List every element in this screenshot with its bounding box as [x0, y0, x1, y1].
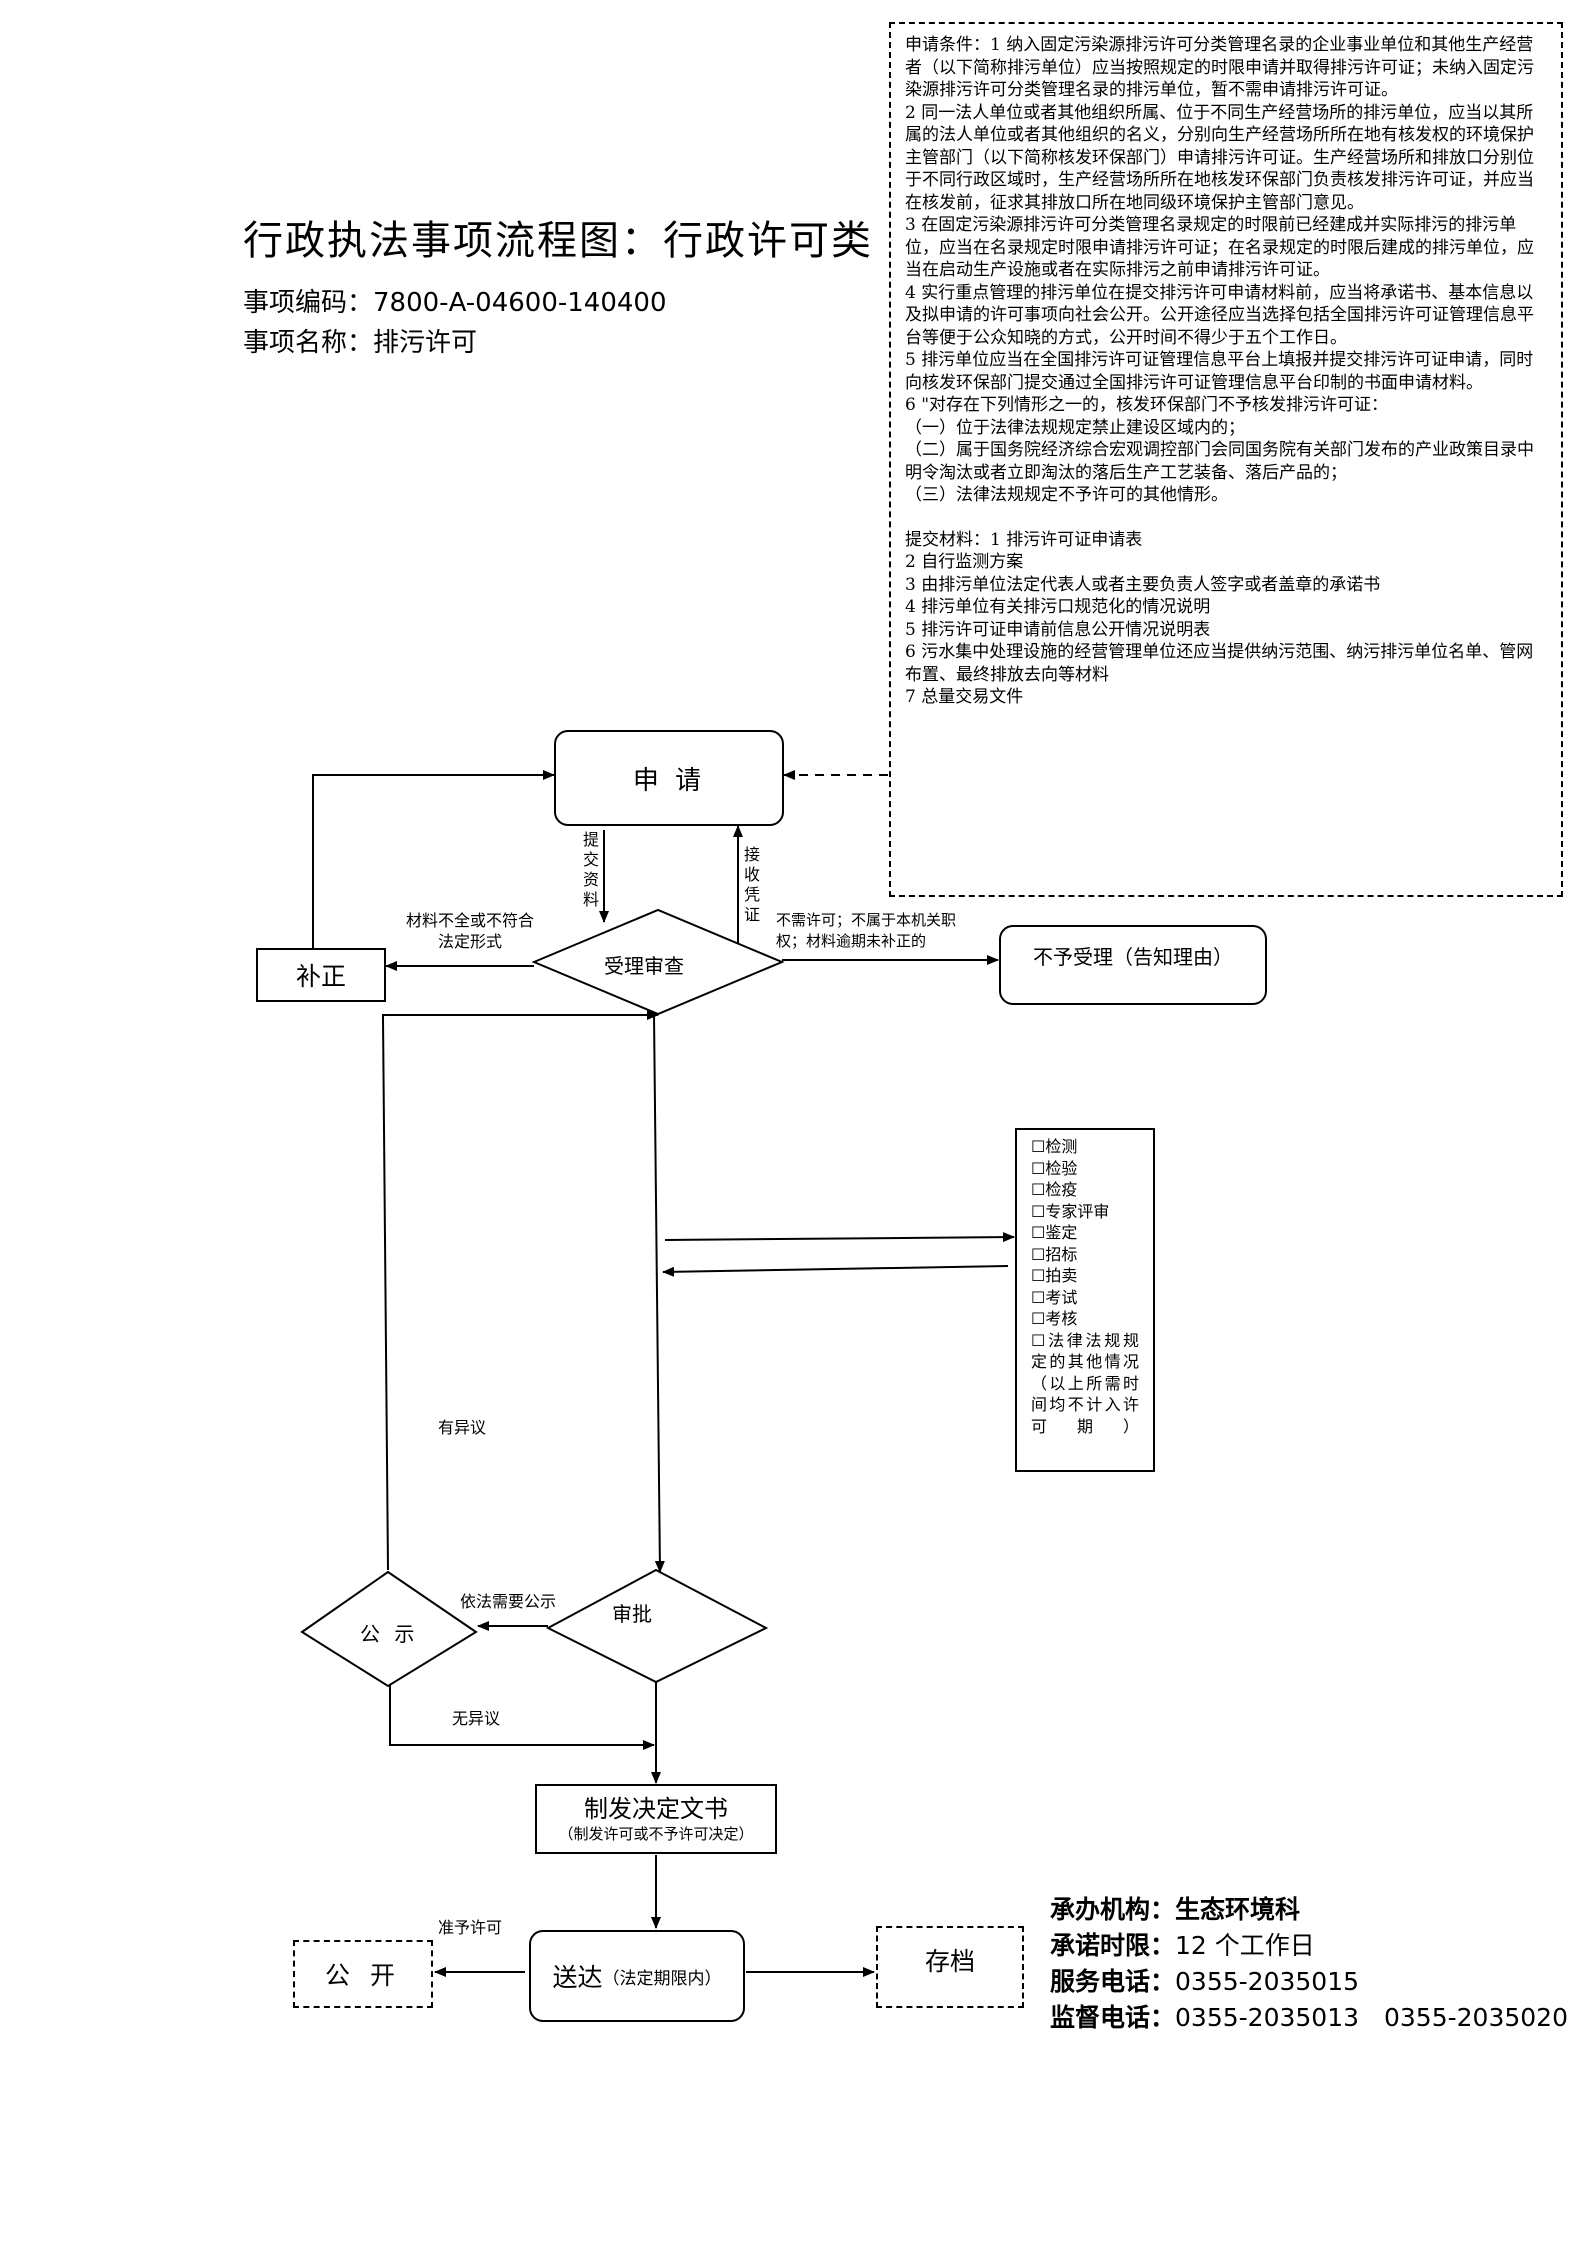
method-item: ☐考试: [1031, 1287, 1078, 1307]
not-accepted-node: 不予受理（告知理由）: [999, 925, 1267, 1005]
arrow-review-approval: [653, 1014, 665, 1573]
receive-receipt-label: 接收凭证: [743, 845, 760, 924]
item-code: 事项编码：7800-A-04600-140400: [243, 282, 667, 319]
condition-line: （二）属于国务院经济综合宏观调控部门会同国务院有关部门发布的产业政策目录中明令淘…: [905, 440, 1534, 483]
arrow-from-methods: [662, 1265, 1009, 1277]
method-item: ☐拍卖: [1031, 1266, 1078, 1285]
material-line: 4 排污单位有关排污口规范化的情况说明: [905, 597, 1211, 617]
incomplete-label: 材料不全或不符合法定形式: [405, 911, 534, 951]
public-node: 公 开: [293, 1940, 433, 2008]
arrow-supplement-apply: [312, 770, 555, 948]
method-item: ☐检验: [1031, 1158, 1078, 1178]
item-code-value: 7800-A-04600-140400: [373, 288, 667, 318]
accept-review-label: 受理审查: [604, 954, 684, 978]
grant-permit-label: 准予许可: [438, 1918, 503, 1937]
material-line: 提交材料：1 排污许可证申请表: [905, 529, 1143, 550]
methods-box: ☐检测 ☐检验 ☐检疫 ☐专家评审 ☐鉴定 ☐招标 ☐拍卖 ☐考试 ☐考核 ☐法…: [1015, 1128, 1155, 1472]
condition-line: （一）位于法律法规规定禁止建设区域内的；: [905, 417, 1245, 438]
issue-decision-title: 制发决定文书: [584, 1795, 728, 1823]
material-line: 7 总量交易文件: [905, 687, 1024, 707]
line-objection: [382, 1017, 389, 1571]
arrow-supplement-review: [382, 1010, 659, 1020]
method-item: ☐检测: [1031, 1137, 1078, 1156]
approval-diamond: [545, 1568, 769, 1684]
no-permit-needed-label: 不需许可；不属于本机关职权；材料逾期未补正的: [776, 911, 957, 950]
method-item: ☐招标: [1031, 1244, 1078, 1264]
condition-line: 4 实行重点管理的排污单位在提交排污许可申请材料前，应当将承诺书、基本信息以及拟…: [905, 282, 1534, 348]
objection-label: 有异议: [438, 1418, 487, 1437]
arrow-to-methods: [664, 1232, 1015, 1243]
supplement-node: 补正: [256, 948, 386, 1002]
method-item: ☐鉴定: [1031, 1223, 1078, 1242]
service-phone-row: 服务电话：0355-2035015: [1050, 1962, 1359, 1998]
condition-line: 3 在固定污染源排污许可分类管理名录规定的时限前已经建成并实际排污的排污单位，应…: [905, 215, 1534, 280]
method-note: （以上所需时间均不计入许可期）: [1031, 1373, 1139, 1436]
supervise-phone-value: 0355-2035013 0355-2035020: [1175, 2003, 1568, 2032]
no-objection-label: 无异议: [452, 1709, 501, 1728]
publicity-diamond: [300, 1570, 478, 1688]
accept-review-diamond: [531, 908, 785, 1016]
org-row: 承办机构：生态环境科: [1050, 1890, 1300, 1926]
material-line: 2 自行监测方案: [905, 552, 1024, 572]
method-item: ☐专家评审: [1031, 1201, 1110, 1221]
item-name-value: 排污许可: [373, 328, 478, 358]
service-phone-label: 服务电话：: [1050, 1967, 1176, 1996]
material-line: 6 污水集中处理设施的经营管理单位还应当提供纳污范围、纳污排污单位名单、管网布置…: [905, 642, 1534, 685]
publicity-needed-label: 依法需要公示: [460, 1592, 557, 1611]
item-name: 事项名称：排污许可: [243, 322, 477, 359]
org-label: 承办机构：: [1050, 1895, 1176, 1924]
item-code-label: 事项编码：: [243, 288, 374, 318]
condition-line: 5 排污单位应当在全国排污许可证管理信息平台上填报并提交排污许可证申请，同时向核…: [905, 350, 1534, 393]
limit-row: 承诺时限：12 个工作日: [1050, 1926, 1315, 1962]
condition-spacer: [905, 507, 1547, 529]
material-line: 5 排污许可证申请前信息公开情况说明表: [905, 619, 1211, 640]
material-line: 3 由排污单位法定代表人或者主要负责人签字或者盖章的承诺书: [905, 574, 1381, 595]
submit-materials-label: 提交资料: [582, 830, 599, 909]
item-name-label: 事项名称：: [243, 328, 374, 358]
org-value: 生态环境科: [1175, 1895, 1301, 1924]
limit-label: 承诺时限：: [1050, 1931, 1176, 1960]
issue-decision-node: 制发决定文书 （制发许可或不予许可决定）: [535, 1784, 777, 1854]
supervise-phone-label: 监督电话：: [1050, 2003, 1176, 2032]
method-item: ☐考核: [1031, 1309, 1078, 1328]
page-title: 行政执法事项流程图：行政许可类: [243, 218, 873, 264]
condition-line: 2 同一法人单位或者其他组织所属、位于不同生产经营场所的排污单位，应当以其所属的…: [905, 102, 1534, 213]
method-item: ☐检疫: [1031, 1180, 1078, 1199]
deliver-node: 送达（法定期限内）: [529, 1930, 745, 2022]
limit-value: 12 个工作日: [1175, 1931, 1315, 1960]
deliver-title: 送达: [552, 1963, 603, 1992]
condition-line: （三）法律法规规定不予许可的其他情形。: [905, 485, 1228, 505]
arrow-no-objection: [389, 1684, 655, 1750]
condition-line: 申请条件：1 纳入固定污染源排污许可分类管理名录的企业事业单位和其他生产经营者（…: [905, 35, 1534, 100]
deliver-sub: （法定期限内）: [602, 1968, 722, 1989]
service-phone-value: 0355-2035015: [1175, 1967, 1359, 1996]
conditions-box: 申请条件：1 纳入固定污染源排污许可分类管理名录的企业事业单位和其他生产经营者（…: [889, 22, 1563, 897]
issue-decision-sub: （制发许可或不予许可决定）: [558, 1825, 754, 1843]
approval-label: 审批: [612, 1602, 652, 1626]
condition-line: 6 "对存在下列情形之一的，核发环保部门不予核发排污许可证：: [905, 395, 1389, 415]
apply-node: 申 请: [554, 730, 784, 826]
publicity-label: 公 示: [360, 1622, 419, 1646]
supervise-phone-row: 监督电话：0355-2035013 0355-2035020: [1050, 1998, 1568, 2034]
method-other: ☐法律法规规定的其他情况: [1031, 1330, 1139, 1372]
archive-node: 存档: [876, 1926, 1024, 2008]
